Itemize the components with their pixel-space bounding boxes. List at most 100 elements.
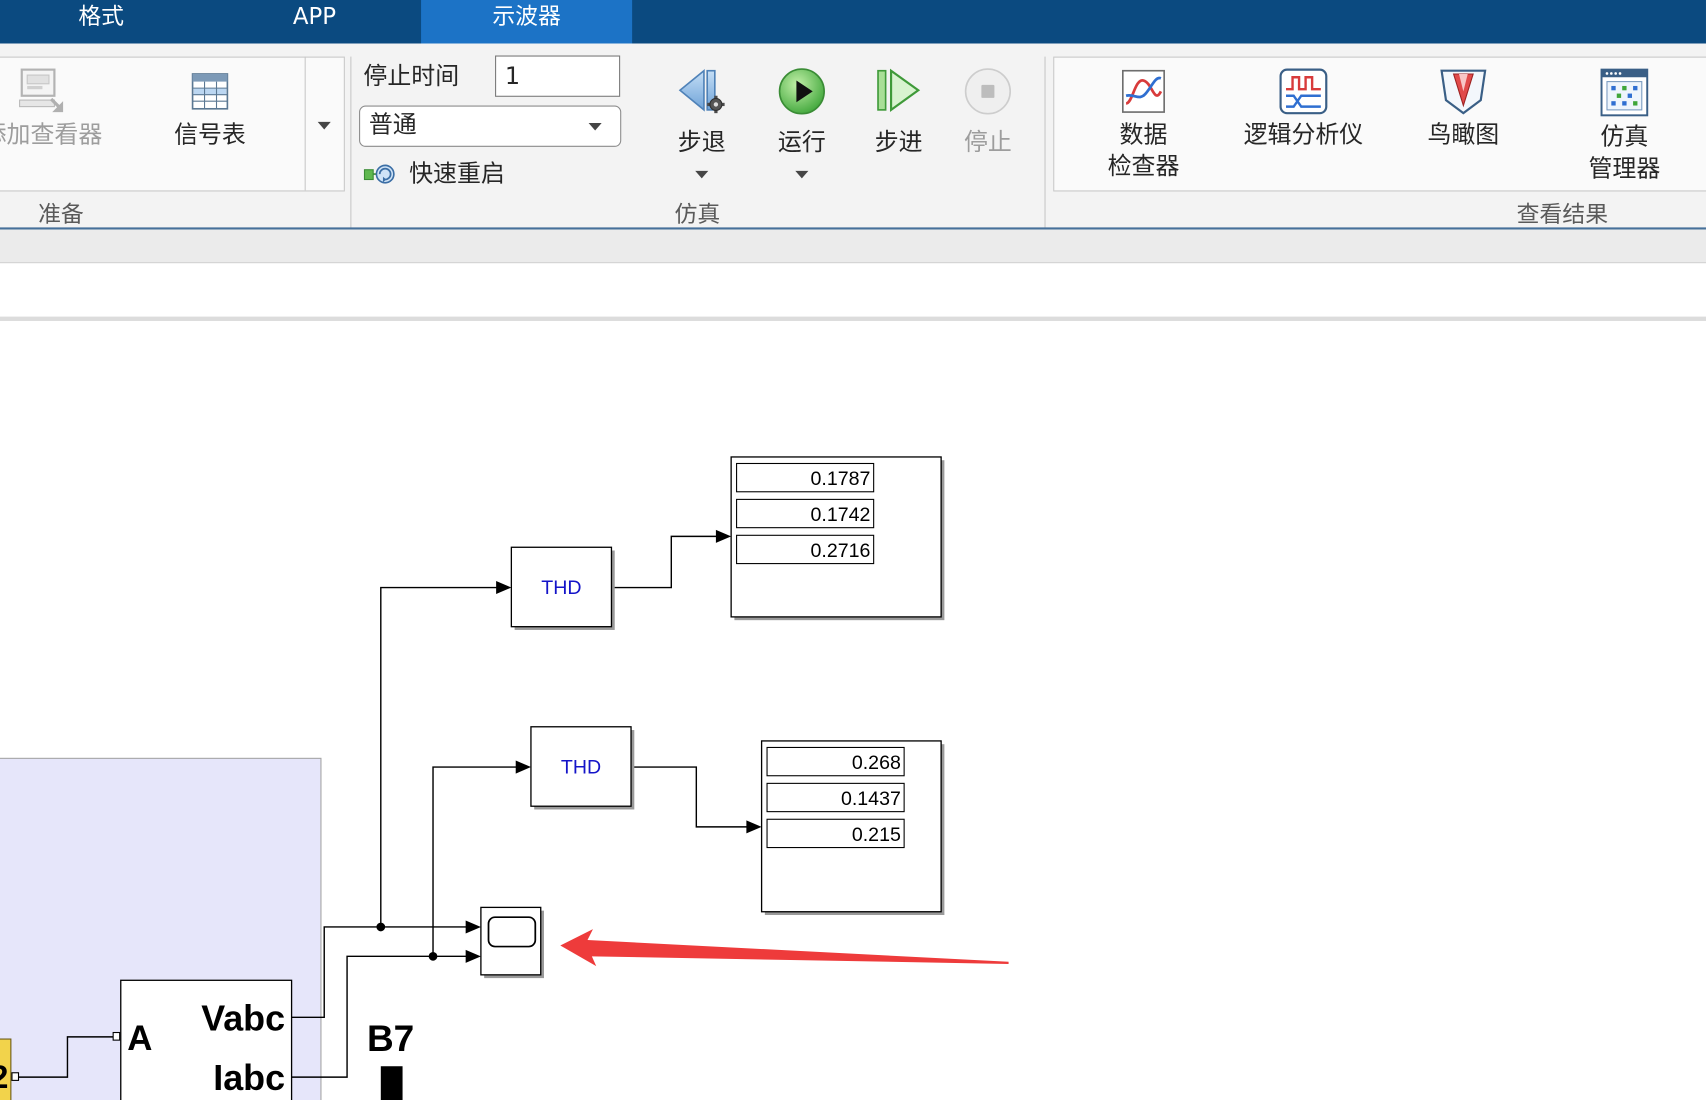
scope-screen-icon	[487, 916, 537, 948]
arrowhead	[515, 760, 531, 774]
arrowhead	[715, 529, 732, 543]
stop-time-input[interactable]	[495, 55, 621, 97]
birds-eye-button[interactable]: 鸟瞰图	[1393, 67, 1534, 151]
simulation-mode-dropdown[interactable]: 普通	[359, 105, 622, 147]
chevron-down-icon[interactable]	[795, 170, 809, 179]
simulation-manager-icon	[1600, 68, 1649, 117]
data-inspector-label: 检查器	[1107, 153, 1180, 181]
signal-line-thd2-out[interactable]	[631, 766, 749, 828]
display-field	[766, 782, 905, 813]
simulation-manager-label: 仿真	[1600, 124, 1649, 152]
add-viewer-button[interactable]: 添加查看器	[0, 67, 108, 151]
birds-eye-icon	[1440, 69, 1487, 115]
signal-line-iabc[interactable]	[291, 955, 468, 1078]
display-block[interactable]: 0.1787 0.1742 0.2716	[730, 456, 945, 621]
stop-icon	[964, 68, 1012, 115]
display-value: 0.1787	[811, 468, 871, 490]
arrowhead	[496, 580, 512, 595]
display-value: 0.215	[852, 824, 901, 846]
arrowhead	[746, 820, 762, 834]
measurement-block[interactable]: A Vabc Iabc	[112, 979, 293, 1100]
output-port[interactable]	[11, 1072, 20, 1081]
bus-label: B7	[367, 1018, 414, 1059]
section-label-prepare: 准备	[38, 201, 84, 228]
tab-scope[interactable]: 示波器	[421, 0, 633, 44]
prepare-panel	[0, 56, 345, 192]
thd-label: THD	[561, 757, 601, 779]
toolstrip-border	[0, 227, 1706, 230]
signal-line-vabc[interactable]	[291, 926, 468, 1018]
run-icon	[778, 68, 825, 115]
scope-block[interactable]	[480, 906, 544, 979]
model-breadcrumb-bar	[0, 263, 1706, 317]
step-back-icon	[678, 68, 725, 114]
tab-format[interactable]: 格式	[78, 3, 125, 30]
step-back-label: 步退	[677, 129, 726, 157]
port-label-a: A	[127, 1019, 152, 1058]
gear-icon	[707, 95, 725, 114]
run-button[interactable]: 运行	[758, 67, 845, 179]
red-arrow-annotation	[560, 929, 1009, 967]
gallery-expand-button[interactable]	[306, 58, 343, 190]
tab-apps[interactable]: APP	[292, 3, 337, 30]
display-field	[766, 746, 905, 777]
stop-time-label: 停止时间	[363, 63, 460, 91]
section-label-simulate: 仿真	[674, 201, 721, 228]
arrowhead	[465, 920, 481, 934]
thd-block[interactable]: THD	[510, 546, 615, 630]
step-forward-icon	[877, 68, 921, 113]
fast-restart-icon	[363, 164, 395, 184]
step-forward-button[interactable]: 步进	[855, 67, 942, 158]
display-field	[736, 534, 875, 565]
birds-eye-label: 鸟瞰图	[1427, 121, 1500, 150]
data-inspector-button[interactable]: 数据 检查器	[1073, 67, 1214, 182]
display-field	[766, 818, 905, 849]
display-value: 0.2716	[811, 540, 871, 562]
signal-line[interactable]	[18, 1036, 114, 1078]
signal-line-thd1-out[interactable]	[611, 535, 719, 589]
model-toolbar	[0, 229, 1706, 264]
arrowhead	[465, 949, 481, 963]
source-block[interactable]: 2	[0, 1038, 20, 1100]
thd-block[interactable]: THD	[530, 726, 635, 810]
port-label-iabc: Iabc	[213, 1058, 285, 1098]
branch-point	[428, 952, 438, 961]
signal-table-button[interactable]: 信号表	[156, 67, 265, 151]
step-back-button[interactable]: 步退	[658, 67, 745, 179]
simulation-manager-button[interactable]: 仿真 管理器	[1554, 67, 1695, 185]
canvas-separator	[0, 316, 1706, 321]
add-viewer-label: 添加查看器	[0, 121, 103, 150]
chevron-down-icon	[317, 121, 331, 130]
gallery-divider	[304, 56, 306, 191]
review-results-panel	[1053, 56, 1706, 192]
stop-button[interactable]: 停止	[944, 67, 1031, 158]
data-inspector-label: 数据	[1119, 121, 1168, 150]
run-label: 运行	[777, 129, 826, 157]
toolstrip-tab-bar: 格式 APP 示波器	[0, 0, 1706, 44]
section-label-review: 查看结果	[1516, 201, 1609, 228]
data-inspector-icon	[1122, 69, 1165, 113]
branch-point	[376, 922, 386, 932]
chevron-down-icon	[588, 122, 602, 131]
logic-analyzer-button[interactable]: 逻辑分析仪	[1233, 67, 1374, 151]
fast-restart-label: 快速重启	[409, 161, 505, 189]
model-canvas[interactable]: 2 A Vabc Iabc	[0, 320, 1706, 1100]
bus-block[interactable]: B7	[367, 1018, 414, 1100]
fast-restart-button[interactable]: 快速重启	[361, 159, 509, 192]
display-field	[736, 498, 875, 529]
source-block-label: 2	[0, 1058, 8, 1095]
display-block[interactable]: 0.268 0.1437 0.215	[760, 740, 945, 916]
chevron-down-icon[interactable]	[695, 170, 709, 179]
display-value: 0.1437	[841, 788, 901, 810]
input-port[interactable]	[112, 1031, 121, 1041]
thd-label: THD	[541, 577, 581, 599]
display-value: 0.1742	[811, 504, 871, 526]
signal-line-vabc-branch[interactable]	[380, 586, 499, 927]
step-forward-label: 步进	[874, 129, 923, 157]
stop-label: 停止	[963, 129, 1012, 157]
section-divider	[1044, 56, 1046, 229]
signal-line-iabc-branch[interactable]	[432, 766, 518, 957]
port-label-vabc: Vabc	[201, 998, 285, 1038]
logic-analyzer-label: 逻辑分析仪	[1243, 121, 1364, 150]
